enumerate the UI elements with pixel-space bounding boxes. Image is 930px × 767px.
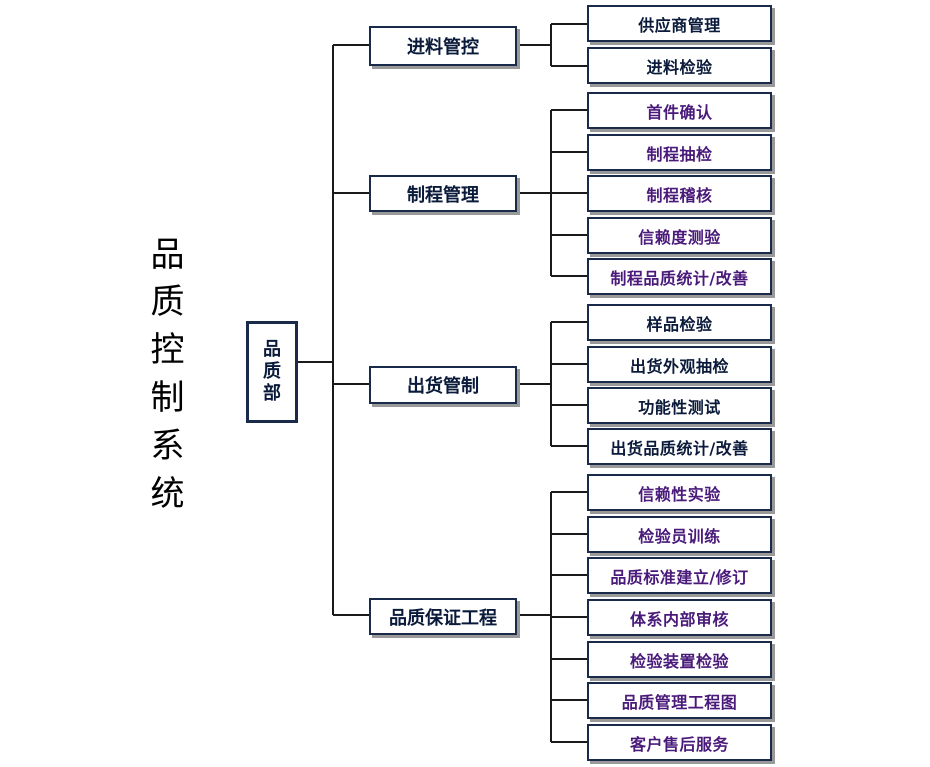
group-node-assurance: 品质保证工程: [369, 598, 517, 635]
item-node: 品质标准建立/修订: [587, 557, 772, 594]
item-node: 客户售后服务: [587, 724, 772, 761]
group-node-incoming: 进料管控: [369, 26, 517, 66]
title-char: 质: [150, 282, 185, 322]
title-char: 系: [150, 426, 185, 466]
item-node: 信赖性实验: [587, 474, 772, 511]
item-node: 品质管理工程图: [587, 682, 772, 719]
item-node: 制程品质统计/改善: [587, 258, 772, 295]
item-node: 检验装置检验: [587, 641, 772, 678]
root-char: 部: [263, 383, 281, 404]
item-node: 样品检验: [587, 304, 772, 341]
item-node: 出货外观抽检: [587, 346, 772, 383]
item-node: 首件确认: [587, 92, 772, 129]
item-node: 信赖度测验: [587, 217, 772, 254]
item-node: 检验员训练: [587, 516, 772, 553]
group-node-shipping: 出货管制: [369, 366, 517, 404]
root-node: 品 质 部: [246, 321, 298, 423]
item-node: 体系内部审核: [587, 599, 772, 636]
item-node: 出货品质统计/改善: [587, 428, 772, 465]
title-char: 品: [150, 235, 185, 275]
item-node: 制程稽核: [587, 175, 772, 212]
item-node: 制程抽检: [587, 134, 772, 171]
item-node: 功能性测试: [587, 387, 772, 424]
root-char: 质: [263, 361, 281, 382]
item-node: 进料检验: [587, 47, 772, 84]
title-char: 统: [150, 474, 185, 514]
title-char: 控: [150, 330, 185, 370]
title-char: 制: [150, 378, 185, 418]
root-char: 品: [263, 339, 281, 360]
item-node: 供应商管理: [587, 5, 772, 42]
group-node-process: 制程管理: [369, 175, 517, 212]
